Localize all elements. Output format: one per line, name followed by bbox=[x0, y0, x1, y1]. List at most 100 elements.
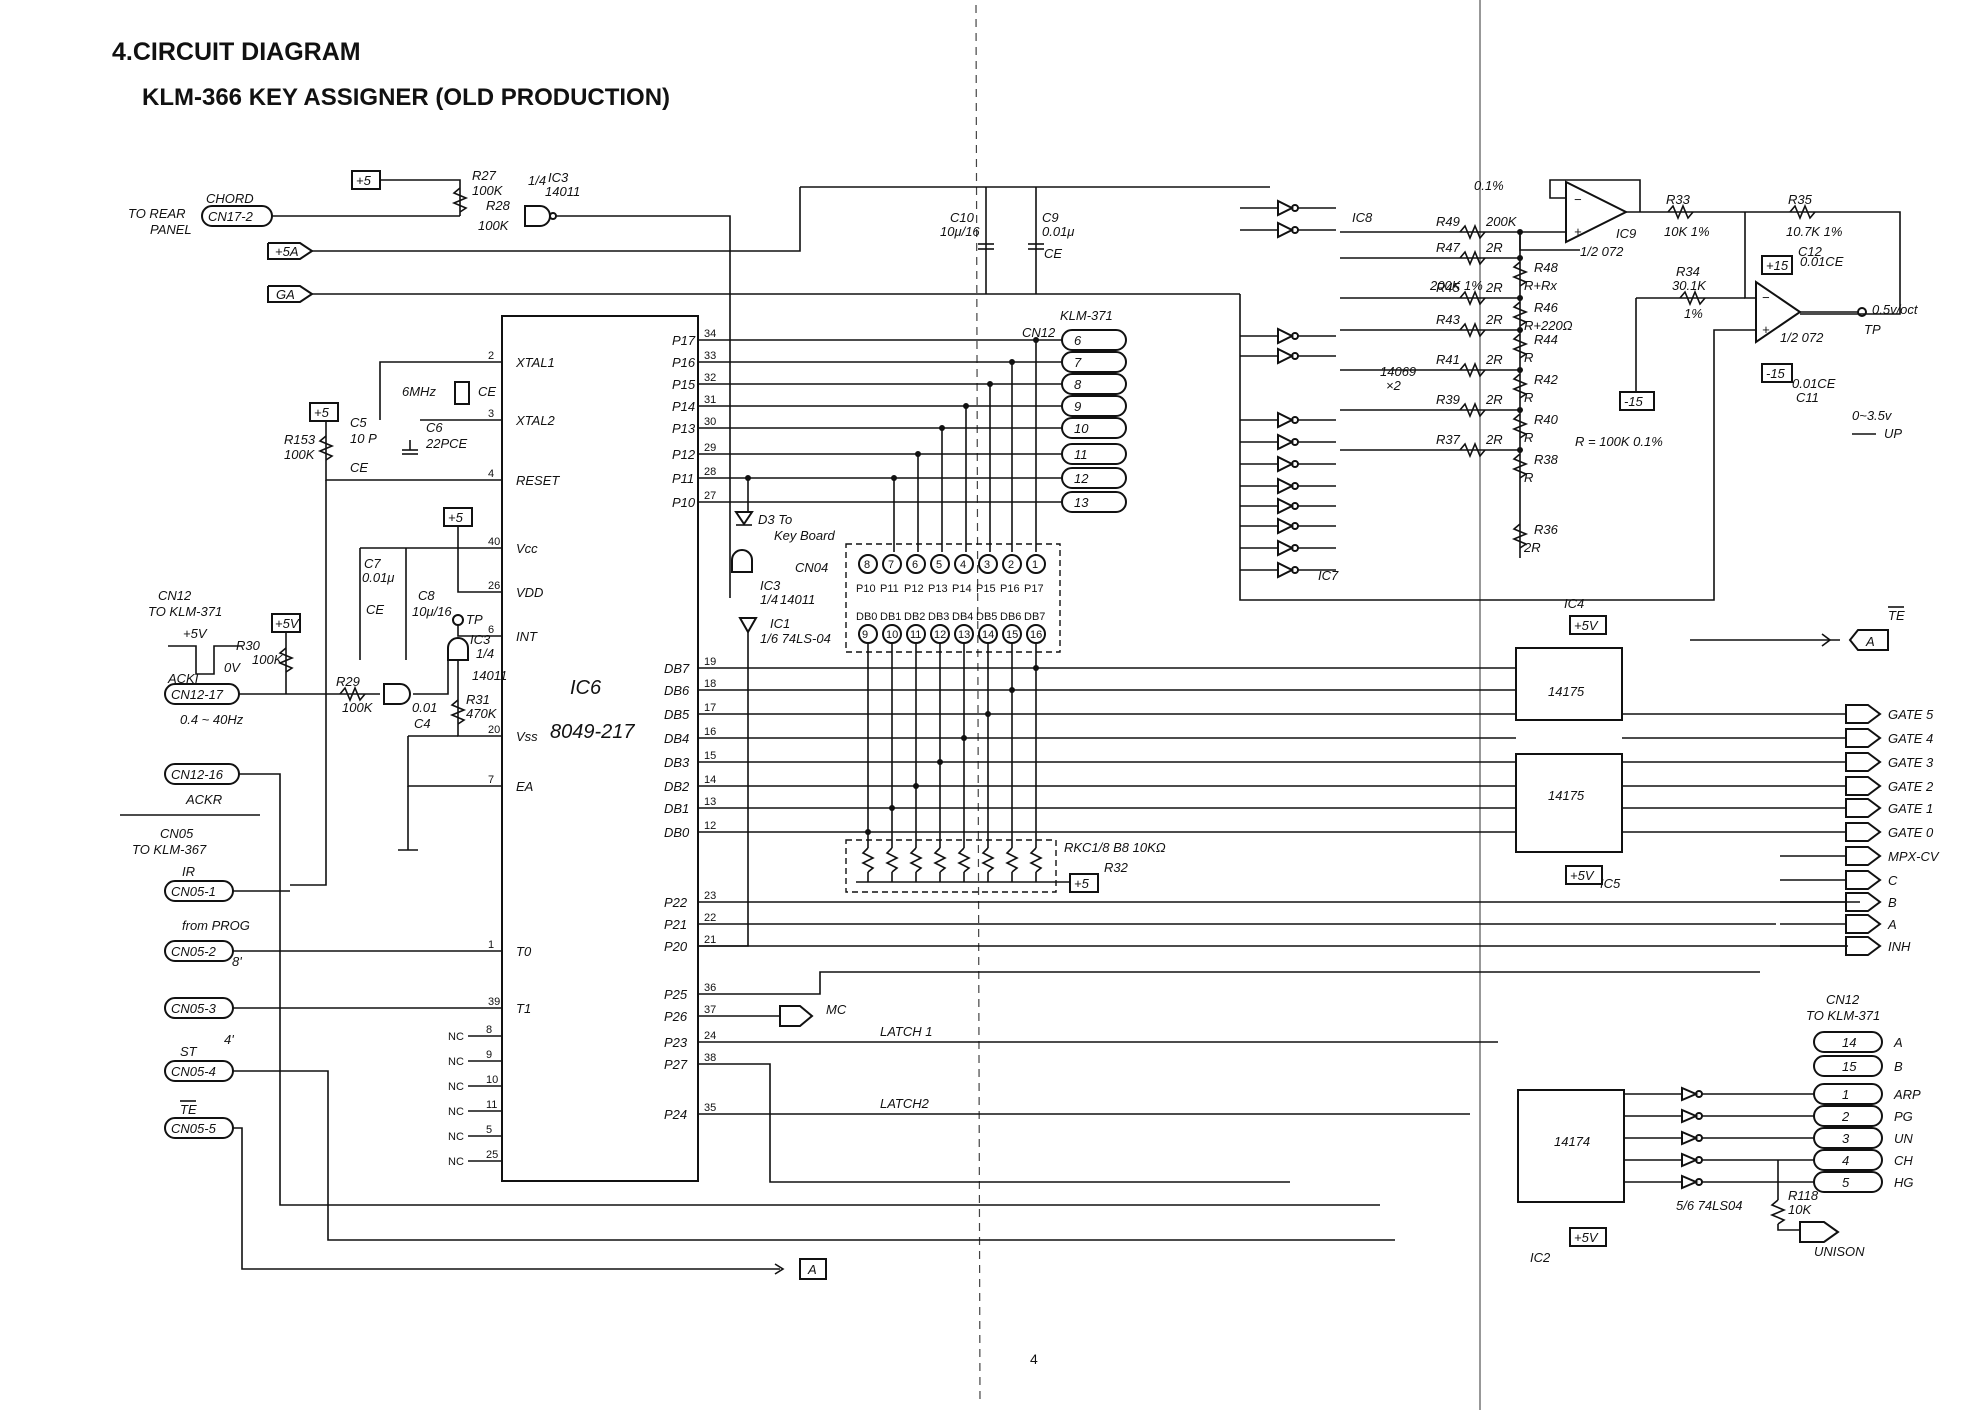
plus15-label: +15 bbox=[1766, 258, 1789, 273]
cn12-out-pin-4 bbox=[1813, 1149, 1883, 1171]
ic8-label: IC8 bbox=[1352, 210, 1373, 225]
te-source-label: TE bbox=[1888, 608, 1905, 623]
plus5a-label: +5A bbox=[275, 244, 299, 259]
r153-ref: R153 bbox=[284, 432, 316, 447]
te-source-a-label: A bbox=[1865, 634, 1875, 649]
ic1-ref: IC1 bbox=[770, 616, 790, 631]
zero-v-label: 0V bbox=[224, 660, 241, 675]
xtal-label: 6MHz bbox=[402, 384, 436, 399]
ic6-pin-num-1: 1 bbox=[488, 939, 494, 951]
cn12-pin-label-10: 10 bbox=[1074, 421, 1089, 436]
r34-val: 30.1K bbox=[1672, 278, 1707, 293]
r31-val: 470K bbox=[466, 706, 498, 721]
ladder-shunt-resistor bbox=[1459, 361, 1486, 379]
junction bbox=[987, 381, 993, 387]
out-label: 0.5v/oct bbox=[1872, 302, 1919, 317]
ic9-ref: IC9 bbox=[1616, 226, 1636, 241]
c11-ref: C11 bbox=[1796, 390, 1819, 405]
fold-line bbox=[975, 4, 981, 1406]
ladder-ref-R47: R47 bbox=[1436, 240, 1461, 255]
ic3b-part: 14011 bbox=[472, 668, 507, 683]
ic6-pin-name-P26: P26 bbox=[664, 1009, 688, 1024]
ic5-vcc: +5V bbox=[1570, 868, 1595, 883]
cn04-top-num-7: 7 bbox=[888, 559, 894, 571]
ladder-ref-R43: R43 bbox=[1436, 312, 1461, 327]
r32-resistors bbox=[856, 847, 1070, 883]
ic2-vcc: +5V bbox=[1574, 1230, 1599, 1245]
cn12-out-name-5: HG bbox=[1894, 1175, 1914, 1190]
wire-xtal1 bbox=[379, 361, 502, 420]
junction bbox=[1517, 367, 1523, 373]
inverter-gate bbox=[1277, 221, 1295, 239]
ic6-pin-name-P12: P12 bbox=[672, 447, 696, 462]
ic1-inverter bbox=[738, 617, 758, 635]
rkc-resistor bbox=[957, 847, 971, 873]
cn12-pin-7 bbox=[1061, 351, 1127, 373]
r31-ref: R31 bbox=[466, 692, 490, 707]
minus15-box-2 bbox=[1761, 363, 1793, 383]
c9-ref: C9 bbox=[1042, 210, 1059, 225]
ic6-pin-name-3: XTAL2 bbox=[515, 413, 556, 428]
cn04-top-num-3: 3 bbox=[984, 559, 990, 571]
rkc-resistor bbox=[1029, 847, 1043, 873]
ladder-ref-R44: R44 bbox=[1534, 332, 1558, 347]
te-in-arrow bbox=[1821, 633, 1832, 647]
cn12-pin-13 bbox=[1061, 491, 1127, 513]
output-port-10 bbox=[1845, 936, 1882, 956]
d3-label: D3 To bbox=[758, 512, 792, 527]
output-port-4 bbox=[1845, 798, 1882, 818]
nc-label: NC bbox=[448, 1106, 464, 1118]
cn12-out-num-1: 1 bbox=[1842, 1087, 1849, 1102]
cn12-out-title: CN12 bbox=[1826, 992, 1860, 1007]
ladder-shunt-resistor bbox=[1459, 401, 1486, 419]
ic6-pin-num-40: 40 bbox=[488, 536, 500, 548]
r45-sub: 200K 1% bbox=[1429, 278, 1483, 293]
ladder-val-R47: 2R bbox=[1485, 240, 1503, 255]
cn04-top-pin-8 bbox=[858, 554, 878, 574]
cn05-5-label: CN05-5 bbox=[171, 1121, 217, 1136]
output-port-5 bbox=[1845, 822, 1882, 842]
cn04-top-label-7: P17 bbox=[1024, 583, 1044, 595]
te-label: TE bbox=[180, 1102, 197, 1117]
rkc-resistor bbox=[885, 847, 899, 873]
cn12-pin-label-13: 13 bbox=[1074, 495, 1089, 510]
ic6-pin-num-32: 32 bbox=[704, 372, 716, 384]
junction bbox=[889, 805, 895, 811]
wire-5a bbox=[312, 187, 801, 252]
plus5-label-1: +5 bbox=[356, 173, 372, 188]
inverter-gate bbox=[1277, 497, 1295, 515]
wire-st bbox=[233, 1070, 1395, 1241]
output-label-4: GATE 1 bbox=[1888, 801, 1933, 816]
nc-label: NC bbox=[448, 1031, 464, 1043]
ic6-pin-num-36: 36 bbox=[704, 982, 716, 994]
inverter-gate bbox=[1277, 433, 1295, 451]
wire-nand3-out bbox=[413, 660, 449, 695]
ic6-pin-name-20: Vss bbox=[516, 729, 538, 744]
ic3a-frac: 1/4 bbox=[528, 173, 546, 188]
range-label: 0~3.5v bbox=[1852, 408, 1893, 423]
inverter-gate bbox=[1277, 199, 1295, 217]
wire-ic3-out bbox=[556, 215, 731, 598]
nc-pin-num-25: 25 bbox=[486, 1149, 498, 1161]
ic6-pin-name-P21: P21 bbox=[664, 917, 687, 932]
r35-resistor bbox=[1789, 203, 1816, 221]
section-title: 4.CIRCUIT DIAGRAM bbox=[112, 38, 361, 66]
ladder-val-R48: R+Rx bbox=[1524, 278, 1557, 293]
rkc-label: RKC1/8 B8 10KΩ bbox=[1064, 840, 1166, 855]
ic3-nand-3 bbox=[383, 683, 411, 705]
r35-val: 10.7K 1% bbox=[1786, 224, 1842, 239]
junction bbox=[937, 759, 943, 765]
ladder-ref-R41: R41 bbox=[1436, 352, 1460, 367]
cn12-pin-label-6: 6 bbox=[1074, 333, 1082, 348]
cn12-pin-10 bbox=[1061, 417, 1127, 439]
cn12-out-name-1: ARP bbox=[1893, 1087, 1921, 1102]
cn12-out-name-15: B bbox=[1894, 1059, 1903, 1074]
cn04-top-label-1: P11 bbox=[880, 583, 899, 595]
ic3c-ref: IC3 bbox=[760, 578, 781, 593]
ic6-pin-num-38: 38 bbox=[704, 1052, 716, 1064]
cn12-out-num-5: 5 bbox=[1842, 1175, 1850, 1190]
output-port-1 bbox=[1845, 728, 1882, 748]
ladder-shunt-resistor bbox=[1459, 441, 1486, 459]
inverter-bubble bbox=[1291, 522, 1299, 530]
